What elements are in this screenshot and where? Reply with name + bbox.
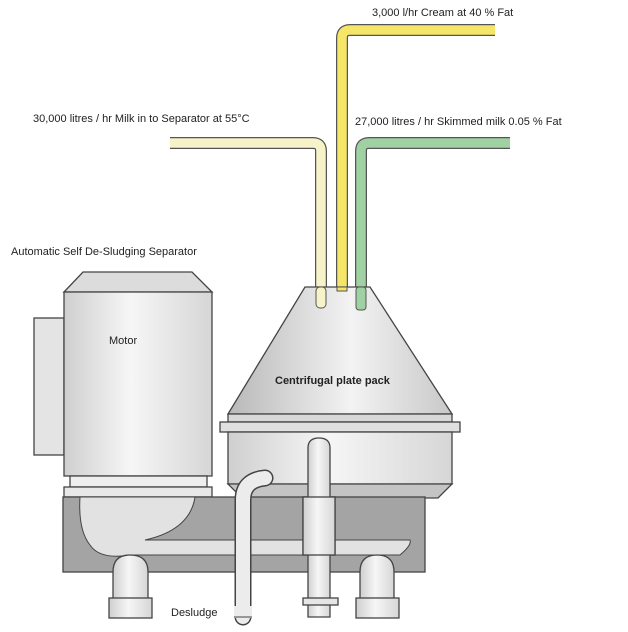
right-foot [355, 554, 400, 619]
milk-in-label: 30,000 litres / hr Milk in to Separator … [33, 113, 250, 125]
cream-out-pipe [336, 24, 495, 290]
milk-in-pipe [170, 137, 327, 308]
motor [33, 271, 214, 498]
desludge-label: Desludge [171, 607, 217, 619]
skim-out-label: 27,000 litres / hr Skimmed milk 0.05 % F… [355, 116, 562, 128]
diagram-title: Automatic Self De-Sludging Separator [11, 246, 197, 258]
separator-bowl [219, 413, 461, 499]
skim-out-pipe [355, 137, 510, 310]
left-foot [108, 554, 153, 619]
plate-pack-cone [226, 286, 454, 415]
center-pipe [302, 437, 339, 618]
motor-label: Motor [109, 335, 137, 347]
desludge-pipe [234, 469, 274, 626]
plate-pack-label: Centrifugal plate pack [275, 375, 391, 387]
cream-out-label: 3,000 l/hr Cream at 40 % Fat [372, 7, 513, 19]
